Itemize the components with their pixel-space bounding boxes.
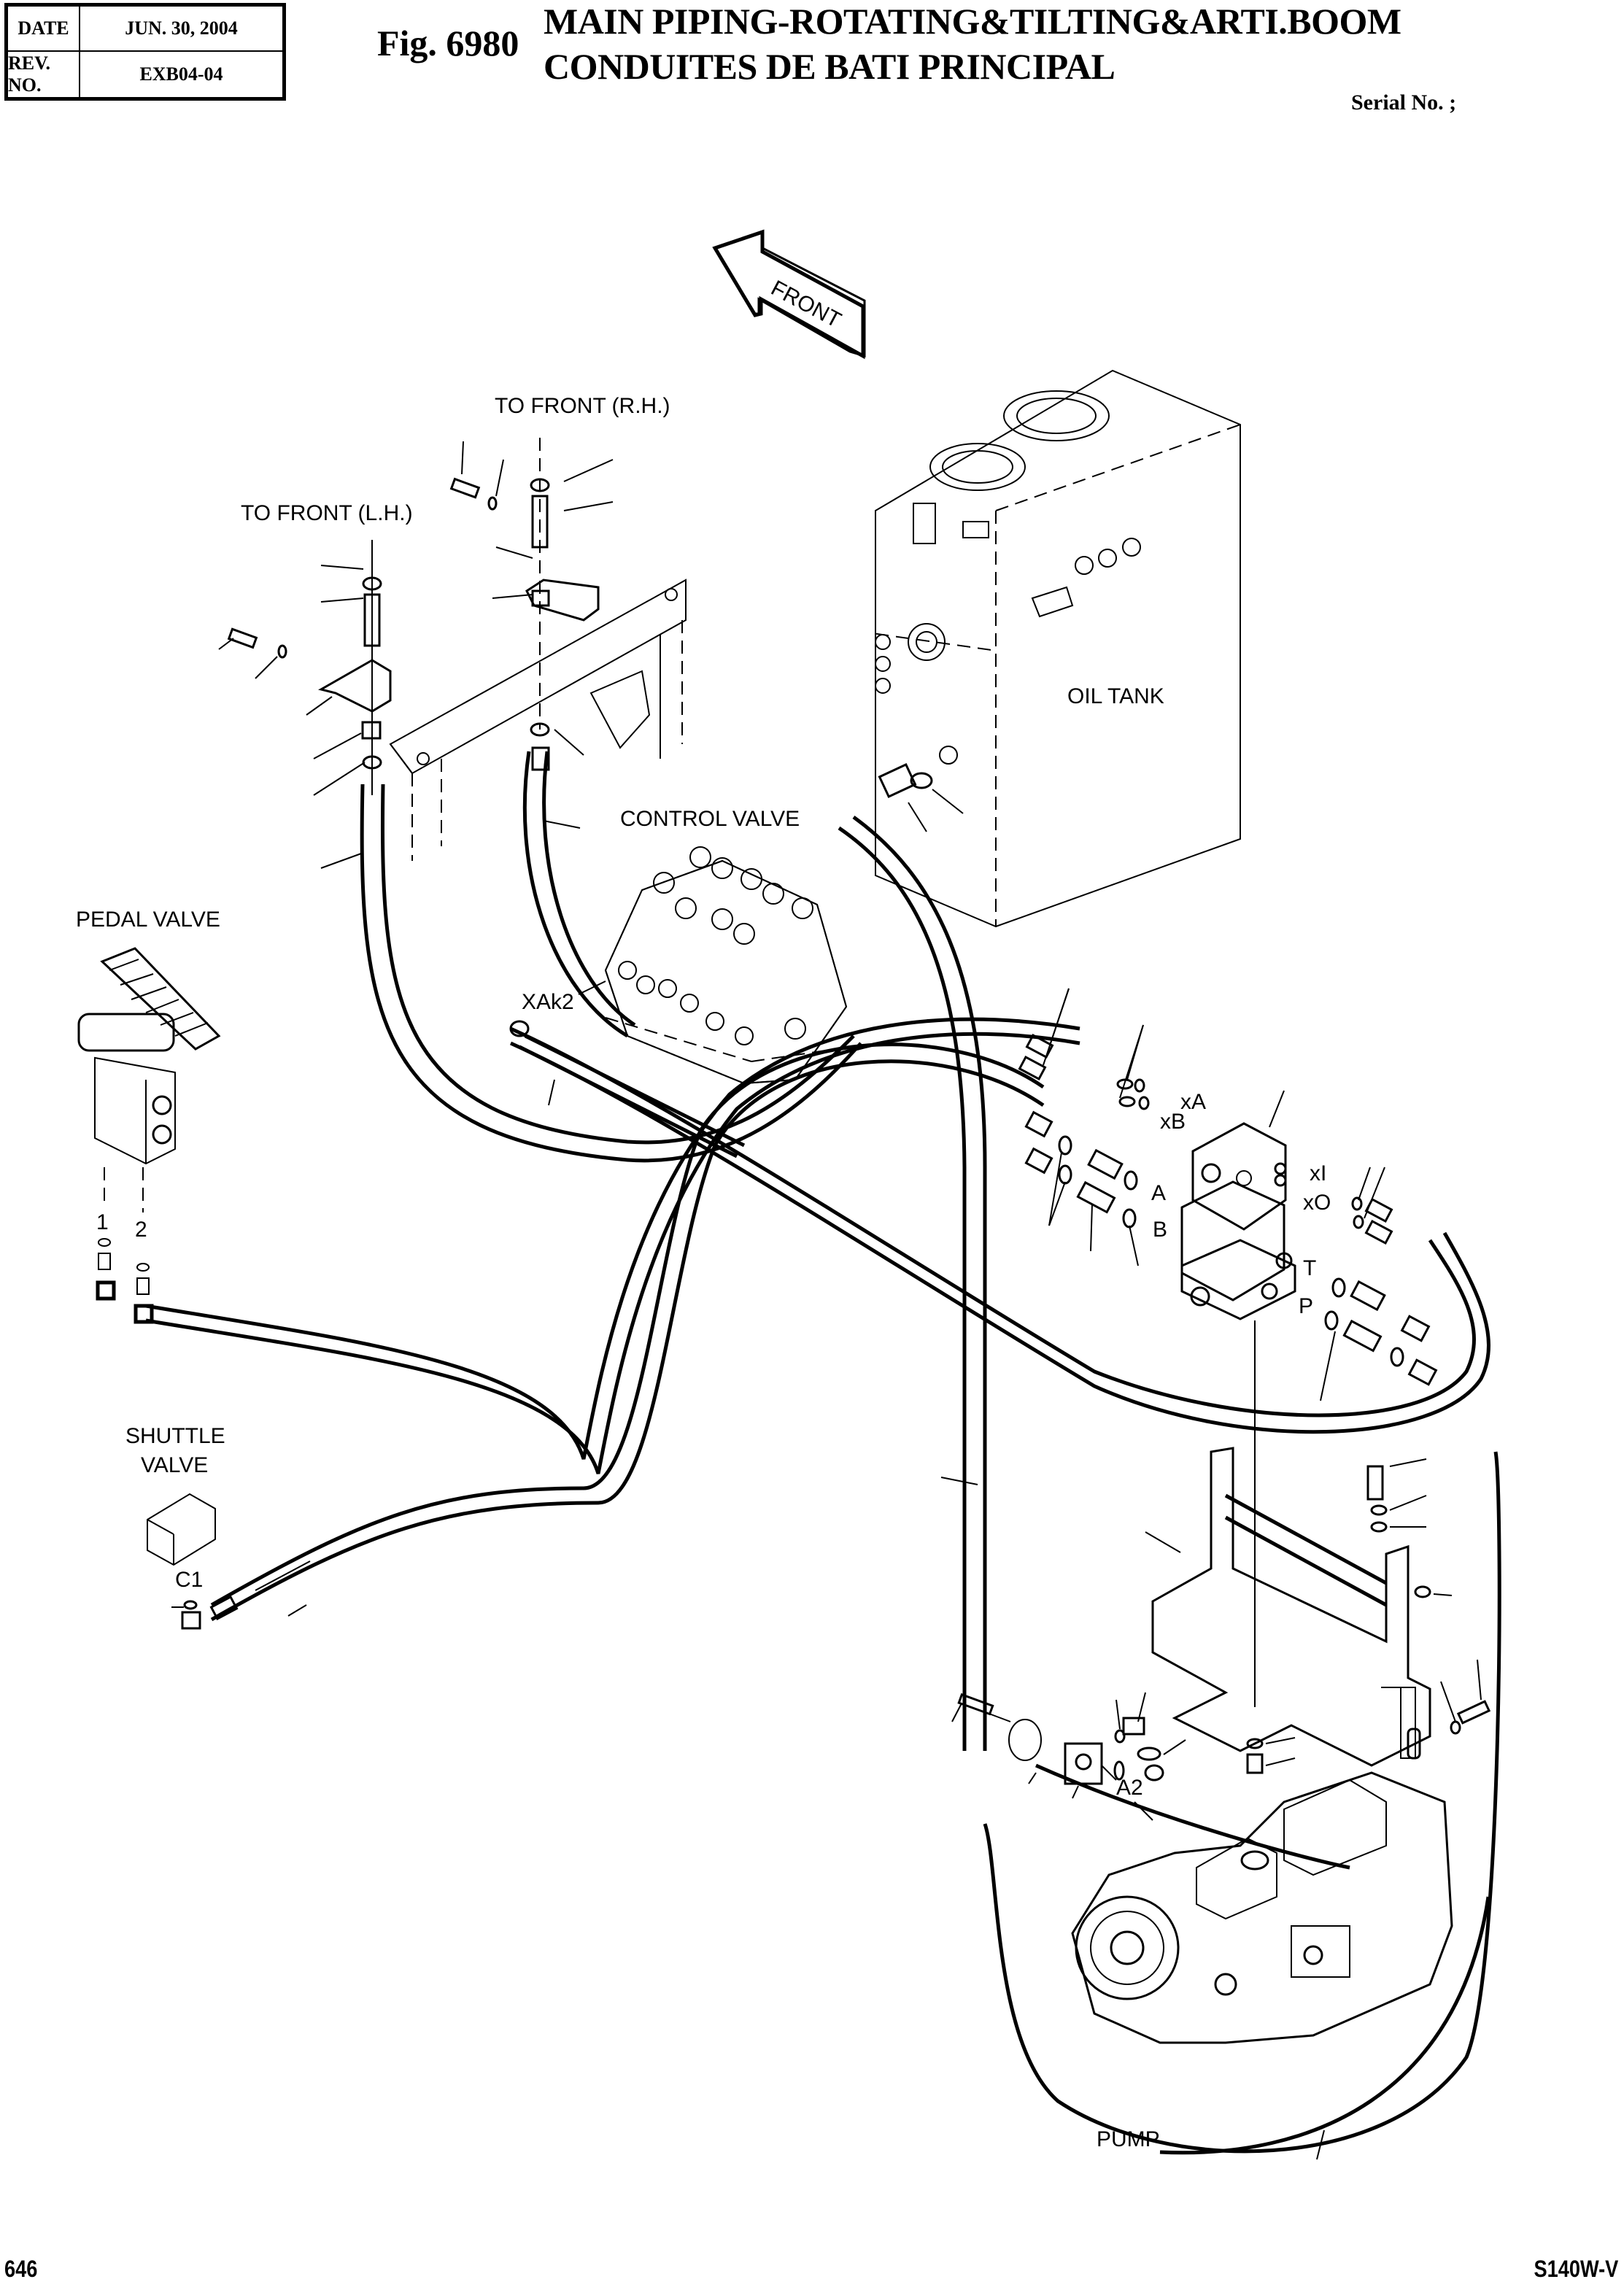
shuttle-valve-label-line1: SHUTTLE	[125, 1424, 225, 1448]
serial-number: Serial No. ;	[1351, 90, 1457, 115]
pedal-valve: PEDAL VALVE 1 2	[76, 908, 221, 1324]
rh-fitting-stack	[449, 438, 614, 771]
port-a-label: A	[1151, 1181, 1166, 1205]
rev-label: REV. NO.	[8, 52, 80, 97]
date-value: JUN. 30, 2004	[80, 7, 282, 52]
shuttle-valve: SHUTTLE VALVE C1	[125, 1424, 311, 1630]
front-arrow-icon: FRONT	[712, 229, 866, 360]
port-p-label: P	[1299, 1294, 1313, 1318]
model-number: S140W-V	[1534, 2256, 1618, 2282]
to-front-lh-label: TO FRONT (L.H.)	[241, 501, 413, 525]
hydraulic-hoses	[145, 751, 1501, 2155]
page-number: 646	[4, 2256, 38, 2282]
leader-line	[320, 853, 362, 869]
pipe-support-bracket	[389, 579, 687, 861]
port-b-label: B	[1153, 1218, 1167, 1242]
port-xak2-label: XAk2	[522, 990, 574, 1014]
title-french: CONDUITES DE BATI PRINCIPAL	[544, 46, 1115, 87]
port-a2-label: A2	[1116, 1776, 1143, 1800]
port-xi-label: xI	[1310, 1161, 1326, 1185]
leader-line	[287, 1604, 307, 1617]
port-t-label: T	[1303, 1256, 1316, 1280]
oil-tank-label: OIL TANK	[1067, 684, 1164, 708]
oil-tank: OIL TANK	[875, 369, 1241, 928]
port-xb-label: xB	[1160, 1110, 1186, 1134]
pedal-valve-label: PEDAL VALVE	[76, 908, 220, 932]
figure-number: Fig. 6980	[377, 23, 519, 63]
date-label: DATE	[8, 7, 80, 52]
rev-value: EXB04-04	[139, 63, 223, 85]
shuttle-valve-label-line2: VALVE	[141, 1453, 208, 1477]
title-english: MAIN PIPING-ROTATING&TILTING&ARTI.BOOM	[544, 1, 1401, 42]
port-xa-label: xA	[1180, 1090, 1206, 1114]
pedal-port-2-label: 2	[135, 1218, 147, 1242]
revision-info-box: DATE JUN. 30, 2004 REV. NO. EXB04-04	[4, 3, 286, 101]
control-valve-label: CONTROL VALVE	[620, 807, 800, 831]
mounting-bracket	[1145, 1447, 1491, 1774]
pump: PUMP A2	[951, 1692, 1453, 2160]
port-c1-label: C1	[175, 1568, 203, 1592]
port-xo-label: xO	[1303, 1191, 1331, 1215]
lh-fitting-stack	[218, 540, 392, 796]
to-front-rh-label: TO FRONT (R.H.)	[495, 394, 670, 418]
pump-label: PUMP	[1097, 2127, 1160, 2151]
leader-line	[940, 1477, 978, 1485]
pedal-port-1-label: 1	[96, 1210, 109, 1234]
control-valve: CONTROL VALVE XAk2	[509, 807, 876, 1158]
rotating-tilting-valve-block: xA xB A B xI xO T P	[1018, 988, 1438, 1707]
